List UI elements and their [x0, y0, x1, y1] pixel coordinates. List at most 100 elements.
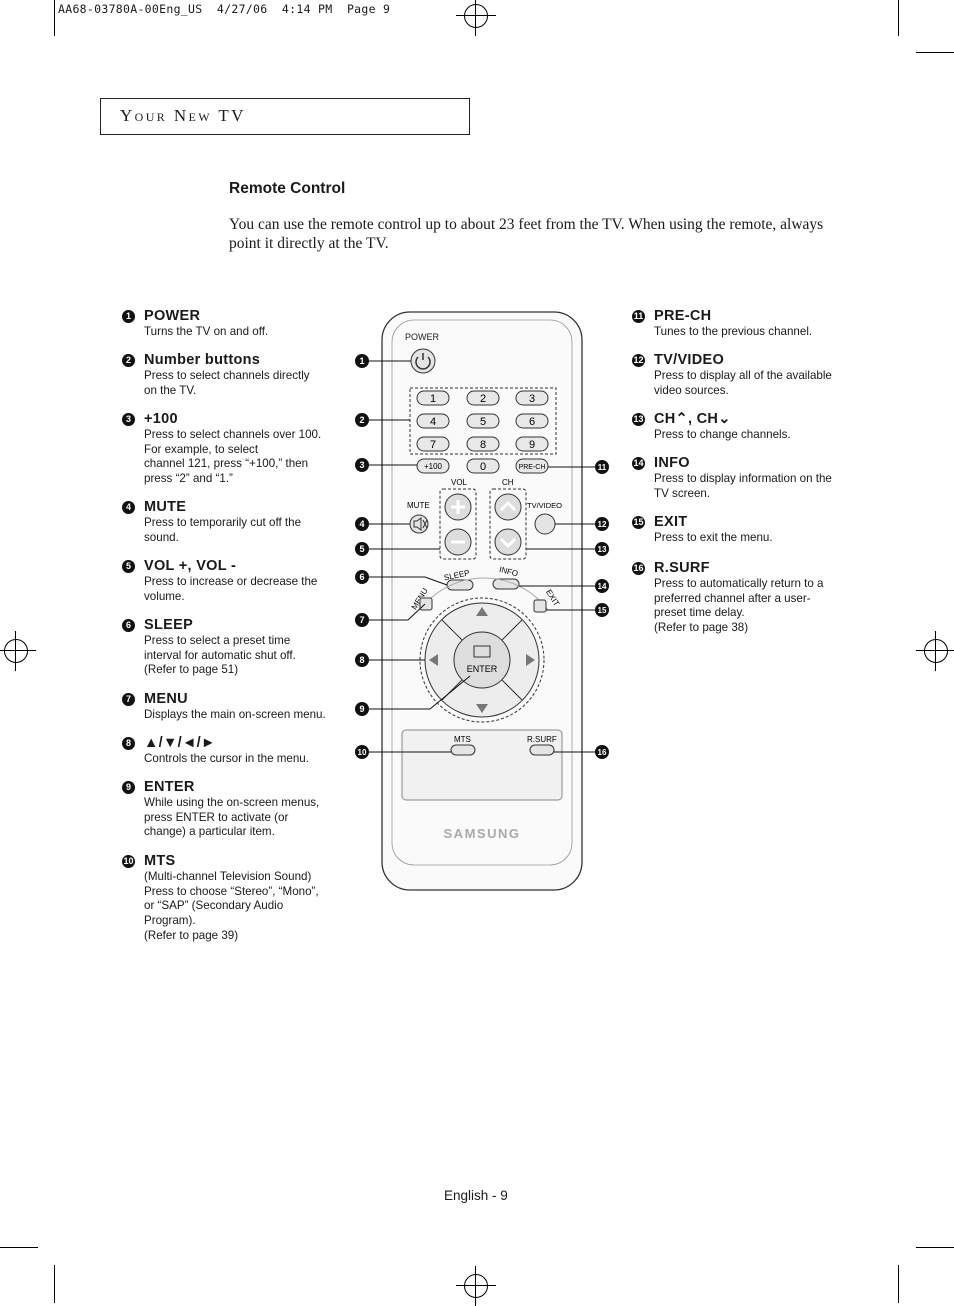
tvvideo-label: TV/VIDEO: [527, 501, 562, 510]
enter-label: ENTER: [467, 664, 498, 674]
item-name: SLEEP: [144, 617, 194, 633]
rsurf-button[interactable]: [529, 744, 555, 756]
digit-button[interactable]: [515, 436, 549, 452]
digit-button[interactable]: [416, 436, 450, 452]
item-desc: Press to automatically return to a prefe…: [654, 577, 824, 635]
tvvideo-button[interactable]: [534, 513, 556, 535]
item-desc: (Multi-channel Television Sound) Press t…: [144, 870, 319, 942]
digit-label: 3: [529, 393, 535, 405]
arrow-down-icon: [476, 704, 488, 713]
digit-button[interactable]: [515, 390, 549, 406]
item-desc: Controls the cursor in the menu.: [144, 752, 309, 765]
item-desc: Turns the TV on and off.: [144, 325, 269, 338]
item-name: MUTE: [144, 499, 187, 515]
callout-3: [355, 458, 369, 472]
callout-4: [355, 517, 369, 531]
arrow-right-icon: [526, 654, 535, 666]
arrow-up-icon: [476, 607, 488, 616]
ch-outline: [489, 488, 527, 560]
ch-up-button[interactable]: [494, 493, 522, 521]
digit-label: 5: [480, 416, 486, 428]
title-box: [100, 98, 470, 135]
item-name: +100: [144, 411, 178, 427]
registration-mark: [0, 631, 36, 671]
info-label: INFO: [498, 565, 519, 578]
item-number: 4: [122, 501, 135, 514]
item-desc: Press to exit the menu.: [654, 531, 773, 544]
leader-lines-left: [369, 360, 471, 753]
digit-button[interactable]: [416, 413, 450, 429]
item-number: 9: [122, 781, 135, 794]
lower-panel: [401, 729, 563, 801]
callout-number: 8: [359, 655, 364, 665]
item-desc: Press to temporarily cut off the sound.: [144, 516, 302, 544]
dpad-outline: [419, 597, 545, 723]
registration-mark: [456, 0, 496, 36]
callout-14: [595, 579, 609, 593]
callout-number: 2: [359, 415, 364, 425]
callout-16: [595, 745, 609, 759]
rsurf-label: R.SURF: [527, 735, 557, 744]
crop-mark: [916, 52, 954, 53]
item-desc: Press to display all of the available vi…: [654, 369, 832, 397]
item-desc: Press to select a preset time interval f…: [144, 634, 296, 677]
page-title: Your New TV: [120, 106, 246, 125]
item-name: MTS: [144, 853, 176, 869]
item-number: 2: [122, 354, 135, 367]
item-number: 15: [632, 516, 645, 529]
enter-button[interactable]: [453, 631, 511, 689]
item-desc: Press to select channels over 100. For e…: [144, 428, 322, 486]
digit-label: 8: [480, 439, 486, 451]
list-item-arrows: 8▲/▼/◄/►Controls the cursor in the menu.: [122, 735, 344, 767]
digit-button[interactable]: [466, 458, 500, 474]
callout-number: 1: [359, 356, 364, 366]
registration-mark: [456, 1266, 496, 1306]
ch-label: CH: [502, 478, 514, 487]
digit-button[interactable]: [466, 413, 500, 429]
samsung-logo: SAMSUNG: [444, 826, 521, 841]
item-number: 13: [632, 413, 645, 426]
vol-label: VOL: [451, 478, 468, 487]
plus100-label: +100: [424, 462, 443, 471]
item-name: MENU: [144, 691, 188, 707]
digit-label: 1: [430, 393, 436, 405]
callout-13: [595, 542, 609, 556]
digit-label: 0: [480, 461, 486, 473]
digit-button[interactable]: [416, 390, 450, 406]
item-number: 14: [632, 457, 645, 470]
enter-icon: [473, 645, 491, 658]
callout-2: [355, 413, 369, 427]
callouts-right: 11 12 13 14 15 16: [595, 460, 609, 759]
item-name: PRE-CH: [654, 308, 712, 324]
digit-button[interactable]: [515, 413, 549, 429]
mute-icon: [413, 517, 428, 531]
ch-down-button[interactable]: [494, 528, 522, 556]
digit-button[interactable]: [466, 390, 500, 406]
callout-10: [355, 745, 369, 759]
callout-number: 10: [358, 748, 367, 757]
menu-button[interactable]: [419, 597, 433, 611]
item-name: POWER: [144, 308, 201, 324]
item-number: 16: [632, 562, 645, 575]
plus100-button[interactable]: [416, 458, 450, 474]
digit-button[interactable]: [466, 436, 500, 452]
prech-button[interactable]: [515, 458, 549, 474]
info-button[interactable]: [492, 578, 520, 590]
leader-lines-right: [519, 466, 595, 753]
mts-button[interactable]: [450, 744, 476, 756]
item-desc: While using the on-screen menus, press E…: [144, 796, 320, 839]
exit-button[interactable]: [533, 599, 547, 613]
callout-5: [355, 542, 369, 556]
callout-11: [595, 460, 609, 474]
